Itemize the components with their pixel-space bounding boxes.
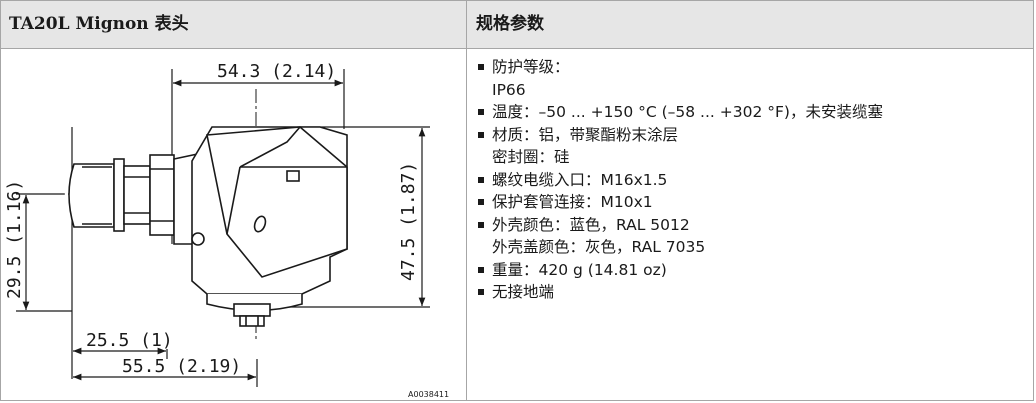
spec-item-weight: 重量：420 g (14.81 oz) — [476, 259, 1026, 282]
spec-item-cable-entry: 螺纹电缆入口：M16x1.5 — [476, 169, 1026, 192]
spec-item-color: 外壳颜色：蓝色，RAL 5012 外壳盖颜色：灰色，RAL 7035 — [476, 214, 1026, 259]
bullet-icon — [478, 221, 484, 228]
column-divider — [466, 1, 467, 400]
spec-item-ground: 无接地端 — [476, 281, 1026, 304]
spec-label: 螺纹电缆入口：M16x1.5 — [492, 170, 668, 189]
figure-code: A0038411 — [408, 390, 449, 399]
bullet-icon — [478, 176, 484, 183]
dim-right-text: 47.5 (1.87) — [398, 162, 419, 281]
bullet-icon — [478, 64, 484, 70]
spec-list: 防护等级： IP66 温度：–50 ... +150 °C (–58 ... +3… — [476, 56, 1026, 304]
dim-bottom-outer-text: 55.5 (2.19) — [122, 356, 241, 377]
bullet-icon — [478, 266, 484, 273]
spec-label: 防护等级： — [492, 58, 570, 76]
spec-label: 材质：铝，带聚酯粉末涂层 — [492, 125, 679, 144]
spec-label: 无接地端 — [492, 283, 555, 301]
spec-label: 保护套管连接：M10x1 — [492, 193, 653, 211]
spec-label: 外壳颜色：蓝色，RAL 5012 — [492, 215, 690, 234]
spec-item-thermowell: 保护套管连接：M10x1 — [476, 191, 1026, 214]
bullet-icon — [478, 289, 484, 295]
spec-label: 重量：420 g (14.81 oz) — [492, 260, 667, 279]
bullet-icon — [478, 131, 484, 138]
spec-label: 温度：–50 ... +150 °C (–58 ... +302 °F)，未安装… — [492, 103, 883, 121]
spec-sub: IP66 — [492, 80, 526, 99]
dim-left-text: 29.5 (1.16) — [4, 180, 25, 299]
spec-item-temperature: 温度：–50 ... +150 °C (–58 ... +302 °F)，未安装… — [476, 101, 1026, 124]
dim-top-text: 54.3 (2.14) — [217, 61, 336, 82]
header-specs-title: 规格参数 — [476, 14, 544, 34]
header-product-title: TA20L Mignon 表头 — [9, 14, 189, 34]
dim-bottom-inner-text: 25.5 (1) — [86, 330, 173, 351]
spec-item-material: 材质：铝，带聚酯粉末涂层密封圈：硅 — [476, 124, 1026, 169]
table-header-row: TA20L Mignon 表头 规格参数 — [1, 1, 1033, 49]
spec-sub: 密封圈：硅 — [492, 148, 570, 166]
bullet-icon — [478, 109, 484, 115]
spec-item-protection: 防护等级： IP66 — [476, 56, 1026, 101]
terminal-head-drawing: 54.3 (2.14) 47.5 (1.87) 29.5 (1.16) 25.5… — [4, 61, 449, 399]
spec-sub: 外壳盖颜色：灰色，RAL 7035 — [492, 238, 706, 256]
bullet-icon — [478, 199, 484, 205]
